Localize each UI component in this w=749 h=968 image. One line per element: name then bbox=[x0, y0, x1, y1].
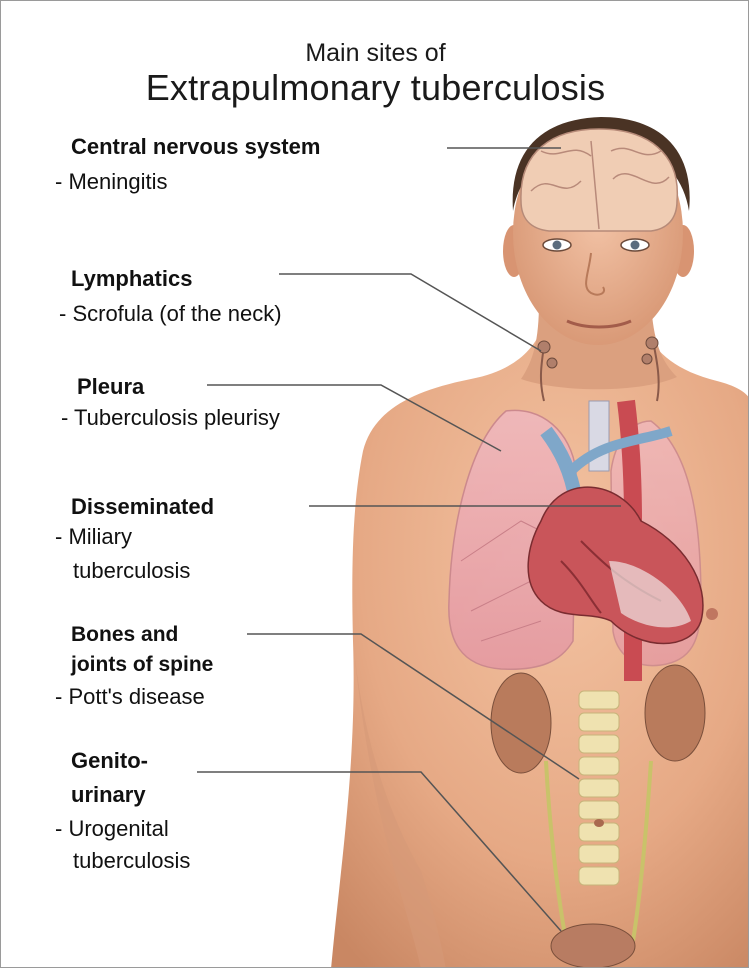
label-genito-heading-1: Genito- bbox=[71, 748, 148, 773]
label-dissem-detail-2: tuberculosis bbox=[73, 557, 190, 585]
label-genito: Genito- bbox=[71, 747, 148, 775]
bladder bbox=[551, 924, 635, 968]
label-lymph: Lymphatics bbox=[71, 265, 192, 293]
label-bones-heading-2: joints of spine bbox=[71, 653, 213, 676]
left-kidney bbox=[491, 673, 551, 773]
page-title: Extrapulmonary tuberculosis bbox=[1, 67, 749, 109]
label-cns-heading: Central nervous system bbox=[71, 134, 320, 159]
label-lymph-heading: Lymphatics bbox=[71, 266, 192, 291]
label-pleura: Pleura bbox=[77, 373, 144, 401]
label-bones-heading-1: Bones and bbox=[71, 623, 178, 646]
label-genito-heading-2: urinary bbox=[71, 782, 146, 807]
label-dissem: Disseminated bbox=[71, 493, 214, 521]
label-bones-2: joints of spine bbox=[71, 651, 213, 679]
label-dissem-detail-1: - Miliary bbox=[55, 523, 132, 551]
label-bones: Bones and bbox=[71, 621, 178, 649]
label-pleura-heading: Pleura bbox=[77, 374, 144, 399]
label-genito-detail-2: tuberculosis bbox=[73, 847, 190, 875]
subtitle: Main sites of bbox=[1, 39, 749, 68]
label-dissem-heading: Disseminated bbox=[71, 494, 214, 519]
label-pleura-detail: - Tuberculosis pleurisy bbox=[61, 404, 280, 432]
label-cns: Central nervous system bbox=[71, 133, 320, 161]
label-genito-detail-1: - Urogenital bbox=[55, 815, 169, 843]
right-kidney bbox=[645, 665, 705, 761]
spine bbox=[579, 691, 619, 885]
label-genito-2: urinary bbox=[71, 781, 146, 809]
label-bones-detail: - Pott's disease bbox=[55, 683, 205, 711]
label-lymph-detail: - Scrofula (of the neck) bbox=[59, 300, 282, 328]
label-cns-detail: - Meningitis bbox=[55, 168, 167, 196]
leader-line-lymph bbox=[279, 274, 541, 351]
brain bbox=[521, 129, 677, 231]
